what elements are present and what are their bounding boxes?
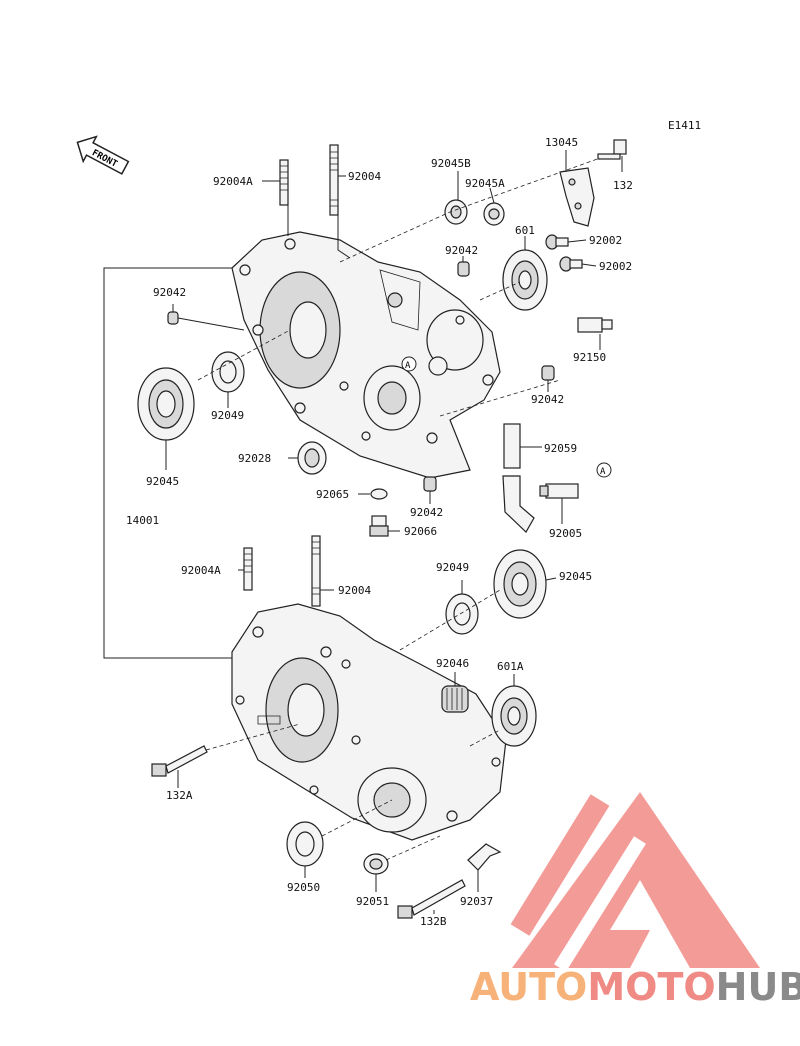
lower-crankcase-half xyxy=(231,603,507,841)
fitting-92150 xyxy=(577,317,613,333)
label-92049-lower: 92049 xyxy=(436,561,469,574)
oil-seal-92049-lower xyxy=(445,593,479,635)
clamp-92037 xyxy=(467,843,502,871)
bearing-601a xyxy=(491,685,537,747)
label-92037: 92037 xyxy=(460,895,493,908)
bushing-92028 xyxy=(297,441,327,475)
bolt-132a xyxy=(151,745,208,777)
watermark-logo xyxy=(510,792,760,972)
bolt-132b xyxy=(397,879,466,919)
label-92050: 92050 xyxy=(287,881,320,894)
needle-bearing-92046 xyxy=(441,685,469,713)
svg-text:A: A xyxy=(600,467,606,477)
watermark-hub: HUB xyxy=(716,965,800,1009)
ref-marker-a-right: A xyxy=(596,462,612,478)
label-92059: 92059 xyxy=(544,442,577,455)
ref-marker-a-upper: A xyxy=(401,356,417,372)
stud-92004a-upper xyxy=(279,159,289,206)
label-92045a: 92045A xyxy=(465,177,505,190)
label-92045b: 92045B xyxy=(431,157,471,170)
label-92051: 92051 xyxy=(356,895,389,908)
diagram-code: E1411 xyxy=(668,119,701,132)
screw-92002-b xyxy=(559,256,583,272)
label-92005: 92005 xyxy=(549,527,582,540)
label-14001: 14001 xyxy=(126,514,159,527)
bolt-132 xyxy=(597,139,627,160)
label-92045-right: 92045 xyxy=(559,570,592,583)
dowel-92042-left xyxy=(167,311,179,325)
upper-crankcase-half xyxy=(231,231,501,479)
oil-seal-92051 xyxy=(363,853,389,875)
label-92066: 92066 xyxy=(404,525,437,538)
label-92042-b: 92042 xyxy=(445,244,478,257)
washer-92065 xyxy=(370,488,388,500)
plug-92066 xyxy=(369,515,389,537)
label-601a: 601A xyxy=(497,660,524,673)
ref-marker-label: A xyxy=(405,361,411,371)
stud-92004-lower xyxy=(311,535,321,607)
watermark-auto: AUTO xyxy=(470,965,587,1009)
leader-lines xyxy=(165,150,623,914)
dowel-92042-b xyxy=(457,261,470,277)
stud-92004-upper xyxy=(329,144,339,216)
bracket-13045 xyxy=(559,167,595,227)
label-92150: 92150 xyxy=(573,351,606,364)
bearing-601 xyxy=(502,249,548,311)
screw-92002-a xyxy=(545,234,569,250)
label-92028: 92028 xyxy=(238,452,271,465)
fitting-92005 xyxy=(539,483,579,499)
label-132b: 132B xyxy=(420,915,447,928)
label-92004-top: 92004 xyxy=(348,170,381,183)
label-13045: 13045 xyxy=(545,136,578,149)
bearing-92045a xyxy=(483,202,505,226)
label-92046: 92046 xyxy=(436,657,469,670)
label-92042-left: 92042 xyxy=(153,286,186,299)
label-132: 132 xyxy=(613,179,633,192)
label-92049-upper: 92049 xyxy=(211,409,244,422)
oil-seal-92050 xyxy=(286,821,324,867)
bearing-92045-right xyxy=(493,549,547,619)
label-92002-a: 92002 xyxy=(589,234,622,247)
front-arrow-icon: FRONT xyxy=(76,135,130,175)
label-601: 601 xyxy=(515,224,535,237)
label-92004a-top: 92004A xyxy=(213,175,253,188)
label-92065: 92065 xyxy=(316,488,349,501)
label-92042-d: 92042 xyxy=(410,506,443,519)
dowel-92042-c xyxy=(541,365,555,381)
watermark-moto: MOTO xyxy=(587,965,715,1009)
hose-92059 xyxy=(502,423,535,533)
stud-92004a-lower xyxy=(243,547,253,591)
bearing-92045b xyxy=(444,199,468,225)
watermark-text: AUTOMOTOHUB xyxy=(470,965,800,1009)
crankcase-assembly-bracket xyxy=(103,267,232,659)
oil-seal-92049-upper xyxy=(211,351,245,393)
label-92045-left: 92045 xyxy=(146,475,179,488)
dowel-92042-d xyxy=(423,476,437,492)
label-92004-lower: 92004 xyxy=(338,584,371,597)
label-92002-b: 92002 xyxy=(599,260,632,273)
bearing-92045-left xyxy=(137,367,195,441)
label-92042-c: 92042 xyxy=(531,393,564,406)
label-92004a-lower: 92004A xyxy=(181,564,221,577)
label-132a: 132A xyxy=(166,789,193,802)
